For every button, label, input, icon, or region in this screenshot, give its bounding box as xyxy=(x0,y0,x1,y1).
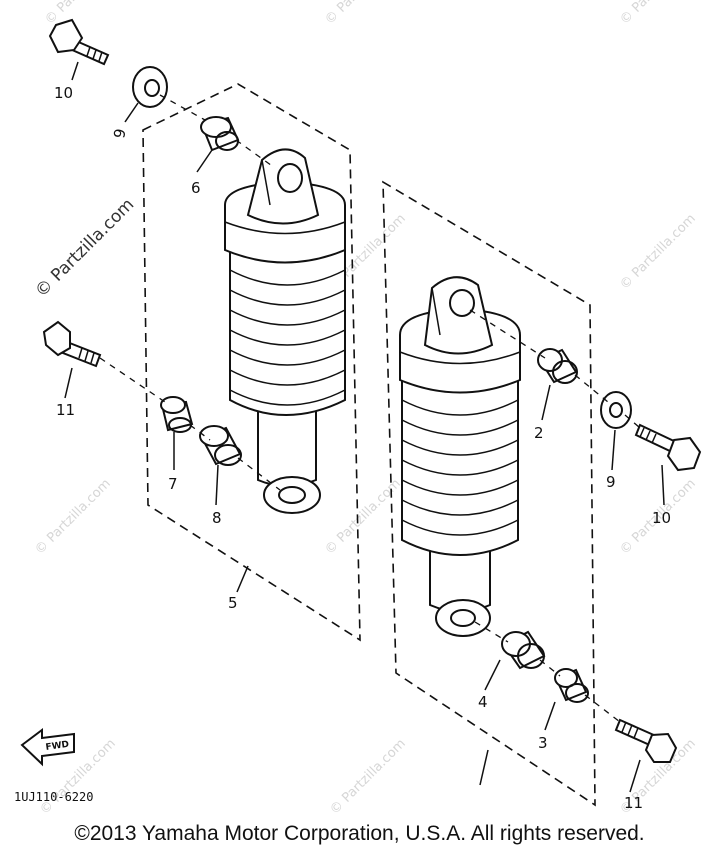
fwd-arrow: FWD xyxy=(20,728,75,767)
watermark-main: © Partzilla.com xyxy=(31,195,138,302)
callout-3: 3 xyxy=(538,734,548,752)
callout-4: 4 xyxy=(478,693,488,711)
callout-5: 5 xyxy=(228,594,238,612)
callouts: 2 3 4 5 6 7 8 9 9 10 10 11 11 xyxy=(54,84,671,812)
collar-7 xyxy=(160,396,194,433)
bolt-10-left xyxy=(48,18,110,66)
left-assembly-frame xyxy=(142,83,361,642)
callout-8: 8 xyxy=(212,509,222,527)
washer-9-left xyxy=(132,66,168,108)
collar-6 xyxy=(200,116,240,152)
watermark: © Partzilla.com xyxy=(322,0,404,28)
callout-11-left: 11 xyxy=(56,401,75,419)
leader-lines xyxy=(64,61,665,793)
copyright-notice: ©2013 Yamaha Motor Corporation, U.S.A. A… xyxy=(74,822,645,845)
callout-10-right: 10 xyxy=(652,509,671,527)
callout-10-left: 10 xyxy=(54,84,73,102)
collar-3 xyxy=(554,668,589,703)
collar-4 xyxy=(501,630,546,670)
watermark: © Partzilla.com xyxy=(322,476,404,558)
right-shock-absorber xyxy=(399,276,521,637)
watermark: © Partzilla.com xyxy=(617,211,699,293)
bolt-11-right xyxy=(614,718,678,763)
watermark-layer: © Partzilla.com © Partzilla.com © Partzi… xyxy=(31,0,698,818)
left-shock-absorber xyxy=(224,148,346,514)
collar-2 xyxy=(537,348,578,384)
right-assembly-frame xyxy=(382,180,596,807)
watermark: © Partzilla.com xyxy=(32,476,114,558)
collar-8 xyxy=(199,425,242,466)
diagram-code: 1UJ110-6220 xyxy=(14,790,93,804)
callout-6: 6 xyxy=(191,179,201,197)
callout-7: 7 xyxy=(168,475,178,493)
callout-9-left: 9 xyxy=(110,127,129,140)
fwd-label: FWD xyxy=(45,740,70,753)
callout-11-right: 11 xyxy=(624,794,643,812)
washer-9-right xyxy=(600,391,632,429)
bolt-11-left xyxy=(42,320,102,368)
bolt-10-right xyxy=(634,423,702,472)
watermark: © Partzilla.com xyxy=(617,0,699,28)
watermark: © Partzilla.com xyxy=(327,736,409,818)
callout-2: 2 xyxy=(534,424,544,442)
alignment-lines xyxy=(99,94,641,723)
watermark: © Partzilla.com xyxy=(42,0,124,28)
callout-9-right: 9 xyxy=(606,473,616,491)
